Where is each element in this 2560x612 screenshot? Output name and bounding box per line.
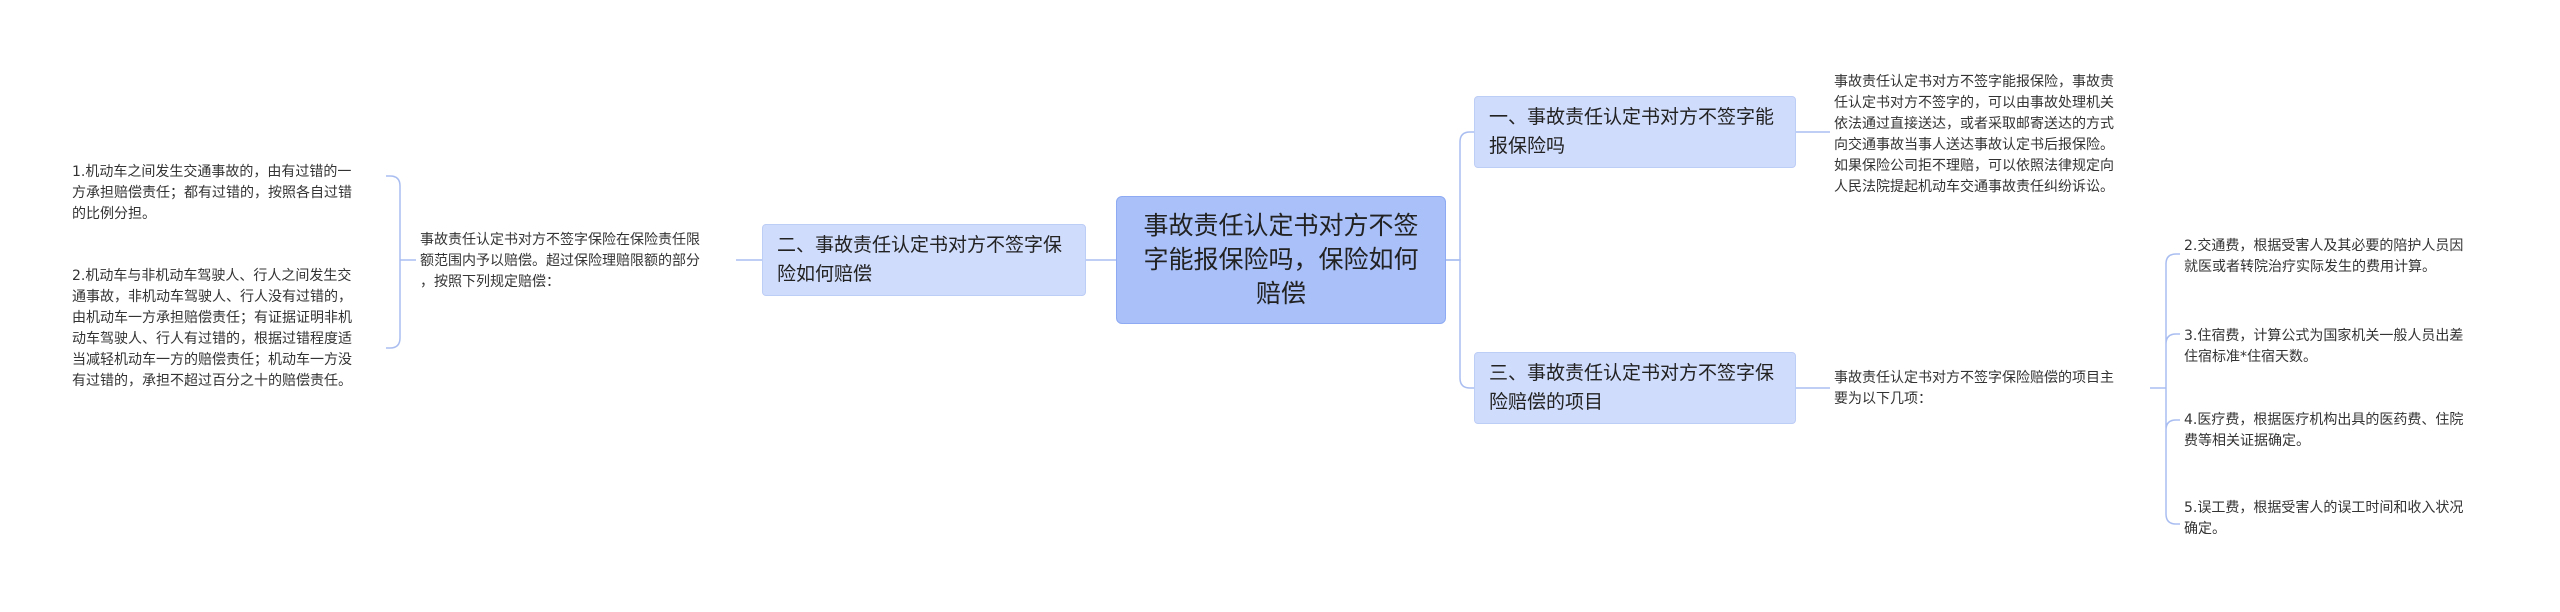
connector-b3-items bbox=[2150, 253, 2180, 525]
branch-2-item-1[interactable]: 1.机动车之间发生交通事故的，由有过错的一 方承担赔偿责任；都有过错的，按照各自… bbox=[72, 164, 352, 222]
branch-1-detail[interactable]: 事故责任认定书对方不签字能报保险，事故责 任认定书对方不签字的，可以由事故处理机… bbox=[1834, 74, 2114, 195]
connector-root-b1 bbox=[1446, 131, 1474, 261]
branch-topic-3-label: 三、事故责任认定书对方不签字保险赔偿的项目 bbox=[1489, 362, 1775, 413]
branch-topic-3[interactable]: 三、事故责任认定书对方不签字保险赔偿的项目 bbox=[1474, 352, 1796, 424]
branch-3-item-medical[interactable]: 4.医疗费，根据医疗机构出具的医药费、住院 费等相关证据确定。 bbox=[2184, 412, 2464, 449]
branch-2-item-2[interactable]: 2.机动车与非机动车驾驶人、行人之间发生交 通事故，非机动车驾驶人、行人没有过错… bbox=[72, 268, 352, 389]
branch-3-item-lost-wages[interactable]: 5.误工费，根据受害人的误工时间和收入状况 确定。 bbox=[2184, 500, 2464, 537]
branch-topic-1-label: 一、事故责任认定书对方不签字能报保险吗 bbox=[1489, 106, 1775, 157]
branch-3-detail[interactable]: 事故责任认定书对方不签字保险赔偿的项目主 要为以下几项： bbox=[1834, 370, 2114, 407]
branch-3-item-lodging[interactable]: 3.住宿费，计算公式为国家机关一般人员出差 住宿标准*住宿天数。 bbox=[2184, 328, 2464, 365]
root-topic[interactable]: 事故责任认定书对方不签字能报保险吗，保险如何赔偿 bbox=[1116, 196, 1446, 324]
branch-topic-2-label: 二、事故责任认定书对方不签字保险如何赔偿 bbox=[777, 234, 1063, 285]
branch-3-item-transport[interactable]: 2.交通费，根据受害人及其必要的陪护人员因 就医或者转院治疗实际发生的费用计算。 bbox=[2184, 238, 2464, 275]
branch-2-detail[interactable]: 事故责任认定书对方不签字保险在保险责任限 额范围内予以赔偿。超过保险理赔限额的部… bbox=[420, 232, 700, 290]
root-topic-label: 事故责任认定书对方不签字能报保险吗，保险如何赔偿 bbox=[1143, 211, 1419, 308]
connector-b2-items bbox=[386, 175, 416, 349]
branch-topic-2[interactable]: 二、事故责任认定书对方不签字保险如何赔偿 bbox=[762, 224, 1086, 296]
connector-root-b3 bbox=[1446, 259, 1474, 389]
branch-topic-1[interactable]: 一、事故责任认定书对方不签字能报保险吗 bbox=[1474, 96, 1796, 168]
